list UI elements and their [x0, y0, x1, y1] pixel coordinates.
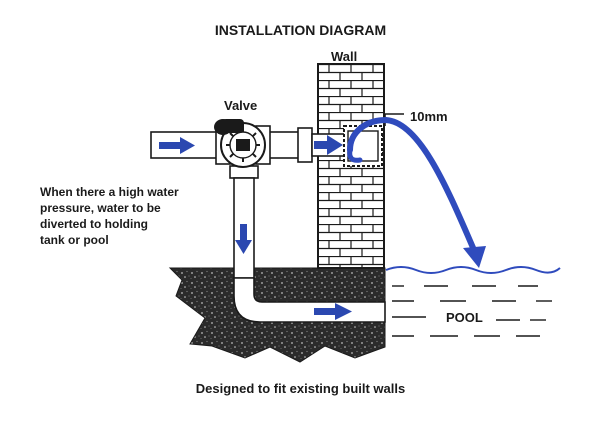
water-hose: [347, 116, 477, 253]
drain-arrow-icon: [314, 303, 352, 320]
wall-label: Wall: [331, 49, 358, 64]
valve-handle-icon: [214, 119, 244, 135]
pressure-note-line: When there a high water: [40, 185, 179, 199]
wall-flow-arrow-icon: [314, 135, 343, 155]
valve-label: Valve: [224, 98, 258, 113]
pool-water: [385, 266, 561, 337]
down-pipe: [229, 165, 259, 279]
pressure-note: When there a high water pressure, water …: [40, 184, 230, 248]
diagram-title: INSTALLATION DIAGRAM: [214, 22, 387, 38]
pool-label: POOL: [446, 310, 483, 325]
down-arrow-icon: [235, 224, 252, 254]
pressure-note-line: diverted to holding: [40, 217, 148, 231]
pressure-note-line: pressure, water to be: [40, 201, 161, 215]
hose-outlet-curl: [347, 147, 363, 163]
hose-arrow-icon: [463, 246, 486, 268]
pressure-note-line: tank or pool: [40, 233, 109, 247]
valve-body: [215, 122, 271, 168]
diagram-caption: Designed to fit existing built walls: [195, 381, 406, 396]
inlet-arrow-icon: [159, 137, 195, 154]
gap-label: 10mm: [410, 109, 448, 124]
